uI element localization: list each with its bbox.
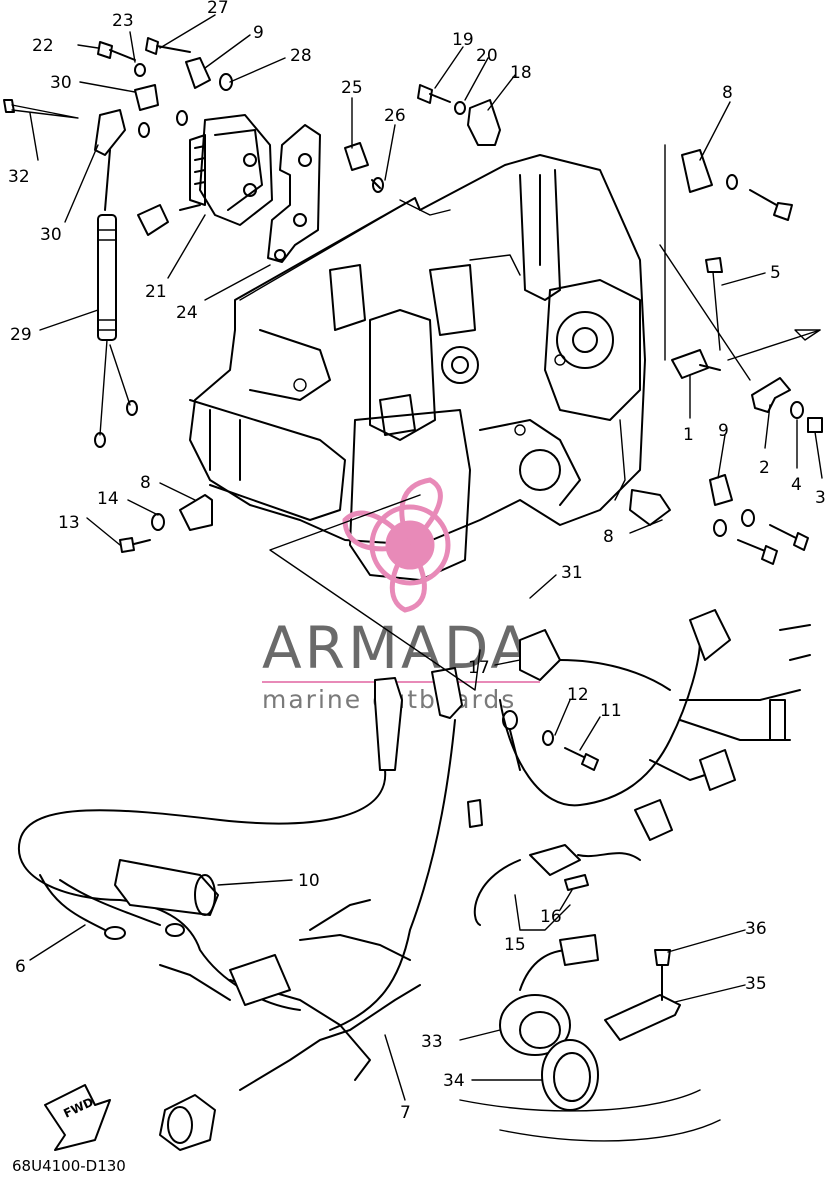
callout-13: 13 bbox=[58, 513, 80, 533]
callout-36: 36 bbox=[745, 919, 767, 939]
right-harness bbox=[473, 609, 811, 926]
callout-16: 16 bbox=[540, 907, 562, 927]
spark-plug-caps-lower bbox=[374, 667, 483, 828]
callout-34: 34 bbox=[443, 1071, 465, 1091]
callout-19: 19 bbox=[452, 30, 474, 50]
leader-lines bbox=[29, 14, 823, 1101]
callout-12: 12 bbox=[567, 685, 589, 705]
callout-5: 5 bbox=[770, 263, 781, 283]
callout-29: 29 bbox=[10, 325, 32, 345]
callout-27: 27 bbox=[207, 0, 229, 18]
callout-35: 35 bbox=[745, 974, 767, 994]
callout-22: 22 bbox=[32, 36, 54, 56]
callout-15: 15 bbox=[504, 935, 526, 955]
callout-21: 21 bbox=[145, 282, 167, 302]
rubber-grommet-10 bbox=[114, 859, 219, 916]
main-harness bbox=[17, 719, 456, 1151]
armada-logo bbox=[342, 477, 451, 613]
callout-8-right: 8 bbox=[603, 527, 614, 547]
callout-9-top: 9 bbox=[253, 23, 264, 43]
wire-band-left bbox=[3, 99, 79, 119]
callout-31: 31 bbox=[561, 563, 583, 583]
callout-14: 14 bbox=[97, 489, 119, 509]
callout-17: 17 bbox=[468, 658, 490, 678]
callout-20: 20 bbox=[476, 46, 498, 66]
ground-lead-6 bbox=[39, 874, 185, 940]
callout-2: 2 bbox=[759, 458, 770, 478]
cdi-bracket bbox=[267, 124, 321, 263]
lower-right-parts bbox=[459, 934, 721, 1142]
callout-30-bottom: 30 bbox=[40, 225, 62, 245]
callout-28: 28 bbox=[290, 46, 312, 66]
diagram-code: 68U4100-D130 bbox=[12, 1157, 126, 1175]
callout-numbers: 1 2 3 4 5 6 7 8 8 8 9 9 10 11 12 13 14 1… bbox=[8, 0, 826, 1123]
callout-4: 4 bbox=[791, 475, 802, 495]
engine-block bbox=[189, 154, 646, 581]
callout-1: 1 bbox=[683, 425, 694, 445]
callout-23: 23 bbox=[112, 11, 134, 31]
callout-3: 3 bbox=[815, 488, 826, 508]
watermark-brand: ARMADA bbox=[262, 614, 533, 682]
callout-32: 32 bbox=[8, 167, 30, 187]
callout-26: 26 bbox=[384, 106, 406, 126]
ht-cord-tube bbox=[94, 214, 138, 448]
callout-10: 10 bbox=[298, 871, 320, 891]
washers-top bbox=[134, 63, 466, 193]
right-parts bbox=[629, 149, 823, 565]
callout-8-left: 8 bbox=[140, 473, 151, 493]
left-bracket bbox=[119, 494, 213, 553]
callout-6: 6 bbox=[15, 957, 26, 977]
callout-11: 11 bbox=[600, 701, 622, 721]
callout-25: 25 bbox=[341, 78, 363, 98]
callout-33: 33 bbox=[421, 1032, 443, 1052]
watermark: ARMADA marine outboards bbox=[262, 477, 540, 714]
callout-30-top: 30 bbox=[50, 73, 72, 93]
callout-18: 18 bbox=[510, 63, 532, 83]
callout-7: 7 bbox=[400, 1103, 411, 1123]
plug-cap-upper bbox=[94, 84, 159, 211]
callout-24: 24 bbox=[176, 303, 198, 323]
bolts-top bbox=[97, 37, 501, 189]
callout-8-top: 8 bbox=[722, 83, 733, 103]
fwd-arrow: FWD bbox=[44, 1084, 111, 1151]
callout-9-right: 9 bbox=[718, 421, 729, 441]
cdi-unit bbox=[137, 114, 273, 236]
